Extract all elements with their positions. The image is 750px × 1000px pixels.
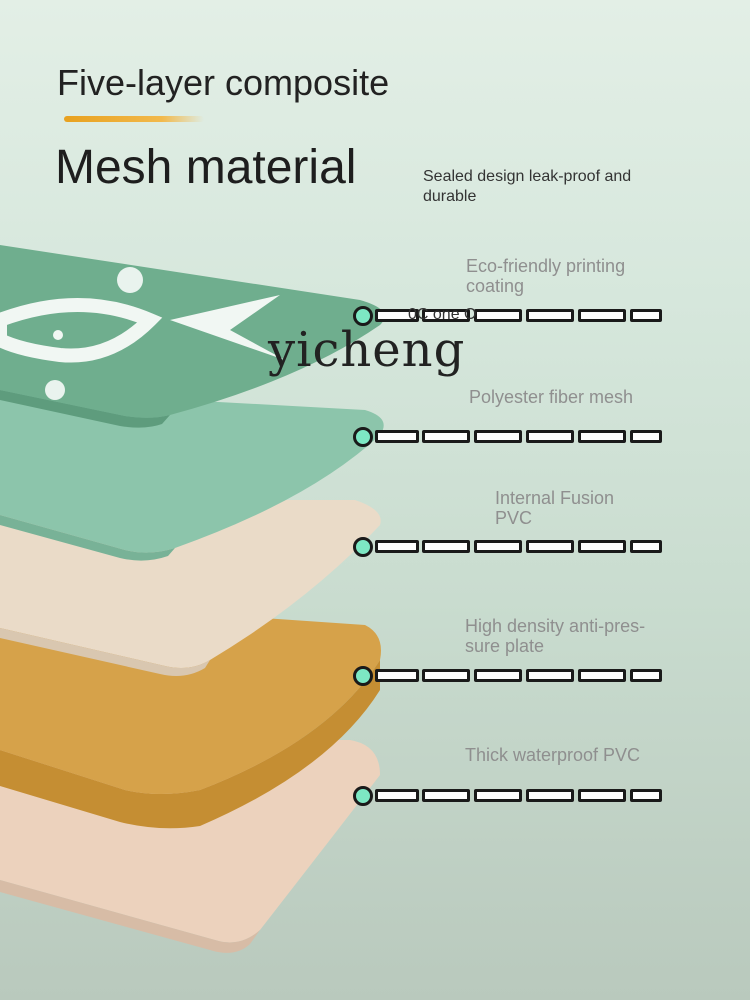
pointer-dash [630,789,662,802]
pointer-dash [578,309,626,322]
layer-polyester-mesh-edge [0,515,175,561]
pointer-dash [422,669,470,682]
pointer-dash [526,669,574,682]
layer-thick-pvc-edge [0,880,260,953]
layer-label-anti-pressure: High density anti-pres-sure plate [465,616,646,656]
pointer-dash [474,669,522,682]
layer-label-thick-pvc: Thick waterproof PVC [465,745,641,765]
pattern-dot [53,330,63,340]
pointer-dash [474,540,522,553]
pointer-dash [526,309,574,322]
layer-label-polyester-mesh: Polyester fiber mesh [469,387,634,407]
pointer-dash [422,430,470,443]
pointer-dash [422,309,470,322]
layer-label-fusion-pvc: Internal Fusion PVC [495,488,615,528]
layer-polyester-mesh [0,390,384,553]
pointer-dash [630,309,662,322]
pointer-line [350,425,670,449]
pointer-dash [375,540,419,553]
pointer-line [350,535,670,559]
title-underline [64,116,204,122]
layer-anti-pressure-edge [0,660,380,829]
pointer-dash [474,430,522,443]
pointer-line [350,664,670,688]
pointer-dash [526,430,574,443]
page-title: Five-layer composite [57,62,390,103]
pattern-fish [0,298,163,363]
pointer-dash [422,540,470,553]
pointer-dash [578,430,626,443]
pointer-line [350,304,670,328]
pointer-dash [375,309,419,322]
layer-printing-coating [0,245,385,418]
watermark: yicheng [268,322,466,378]
page-subtitle: Mesh material [55,141,357,194]
pointer-dot [353,786,373,806]
layer-fusion-pvc-edge [0,628,210,676]
pattern-circle-small [45,380,65,400]
pointer-dash [526,789,574,802]
pattern-fish-tail [170,295,285,360]
pattern-circle-small [117,267,143,293]
pointer-dash [375,430,419,443]
overlay-small-text: 0C one O [408,306,477,323]
pointer-dash [375,669,419,682]
pointer-dash [375,789,419,802]
pointer-dash [474,789,522,802]
layer-label-printing-coating: Eco-friendly printing coating [466,256,626,296]
pointer-dash [578,669,626,682]
pointer-dash [422,789,470,802]
pointer-dot [353,666,373,686]
pointer-dash [578,789,626,802]
layer-printing-coating-edge [0,390,170,428]
pointer-dash [526,540,574,553]
pointer-dash [630,540,662,553]
pointer-dot [353,427,373,447]
pointer-dash [630,669,662,682]
pointer-dot [353,306,373,326]
pointer-dash [578,540,626,553]
pointer-dash [474,309,522,322]
pointer-dot [353,537,373,557]
pointer-dash [630,430,662,443]
pointer-line [350,784,670,808]
feature-note: Sealed design leak-proof and durable [423,168,632,205]
